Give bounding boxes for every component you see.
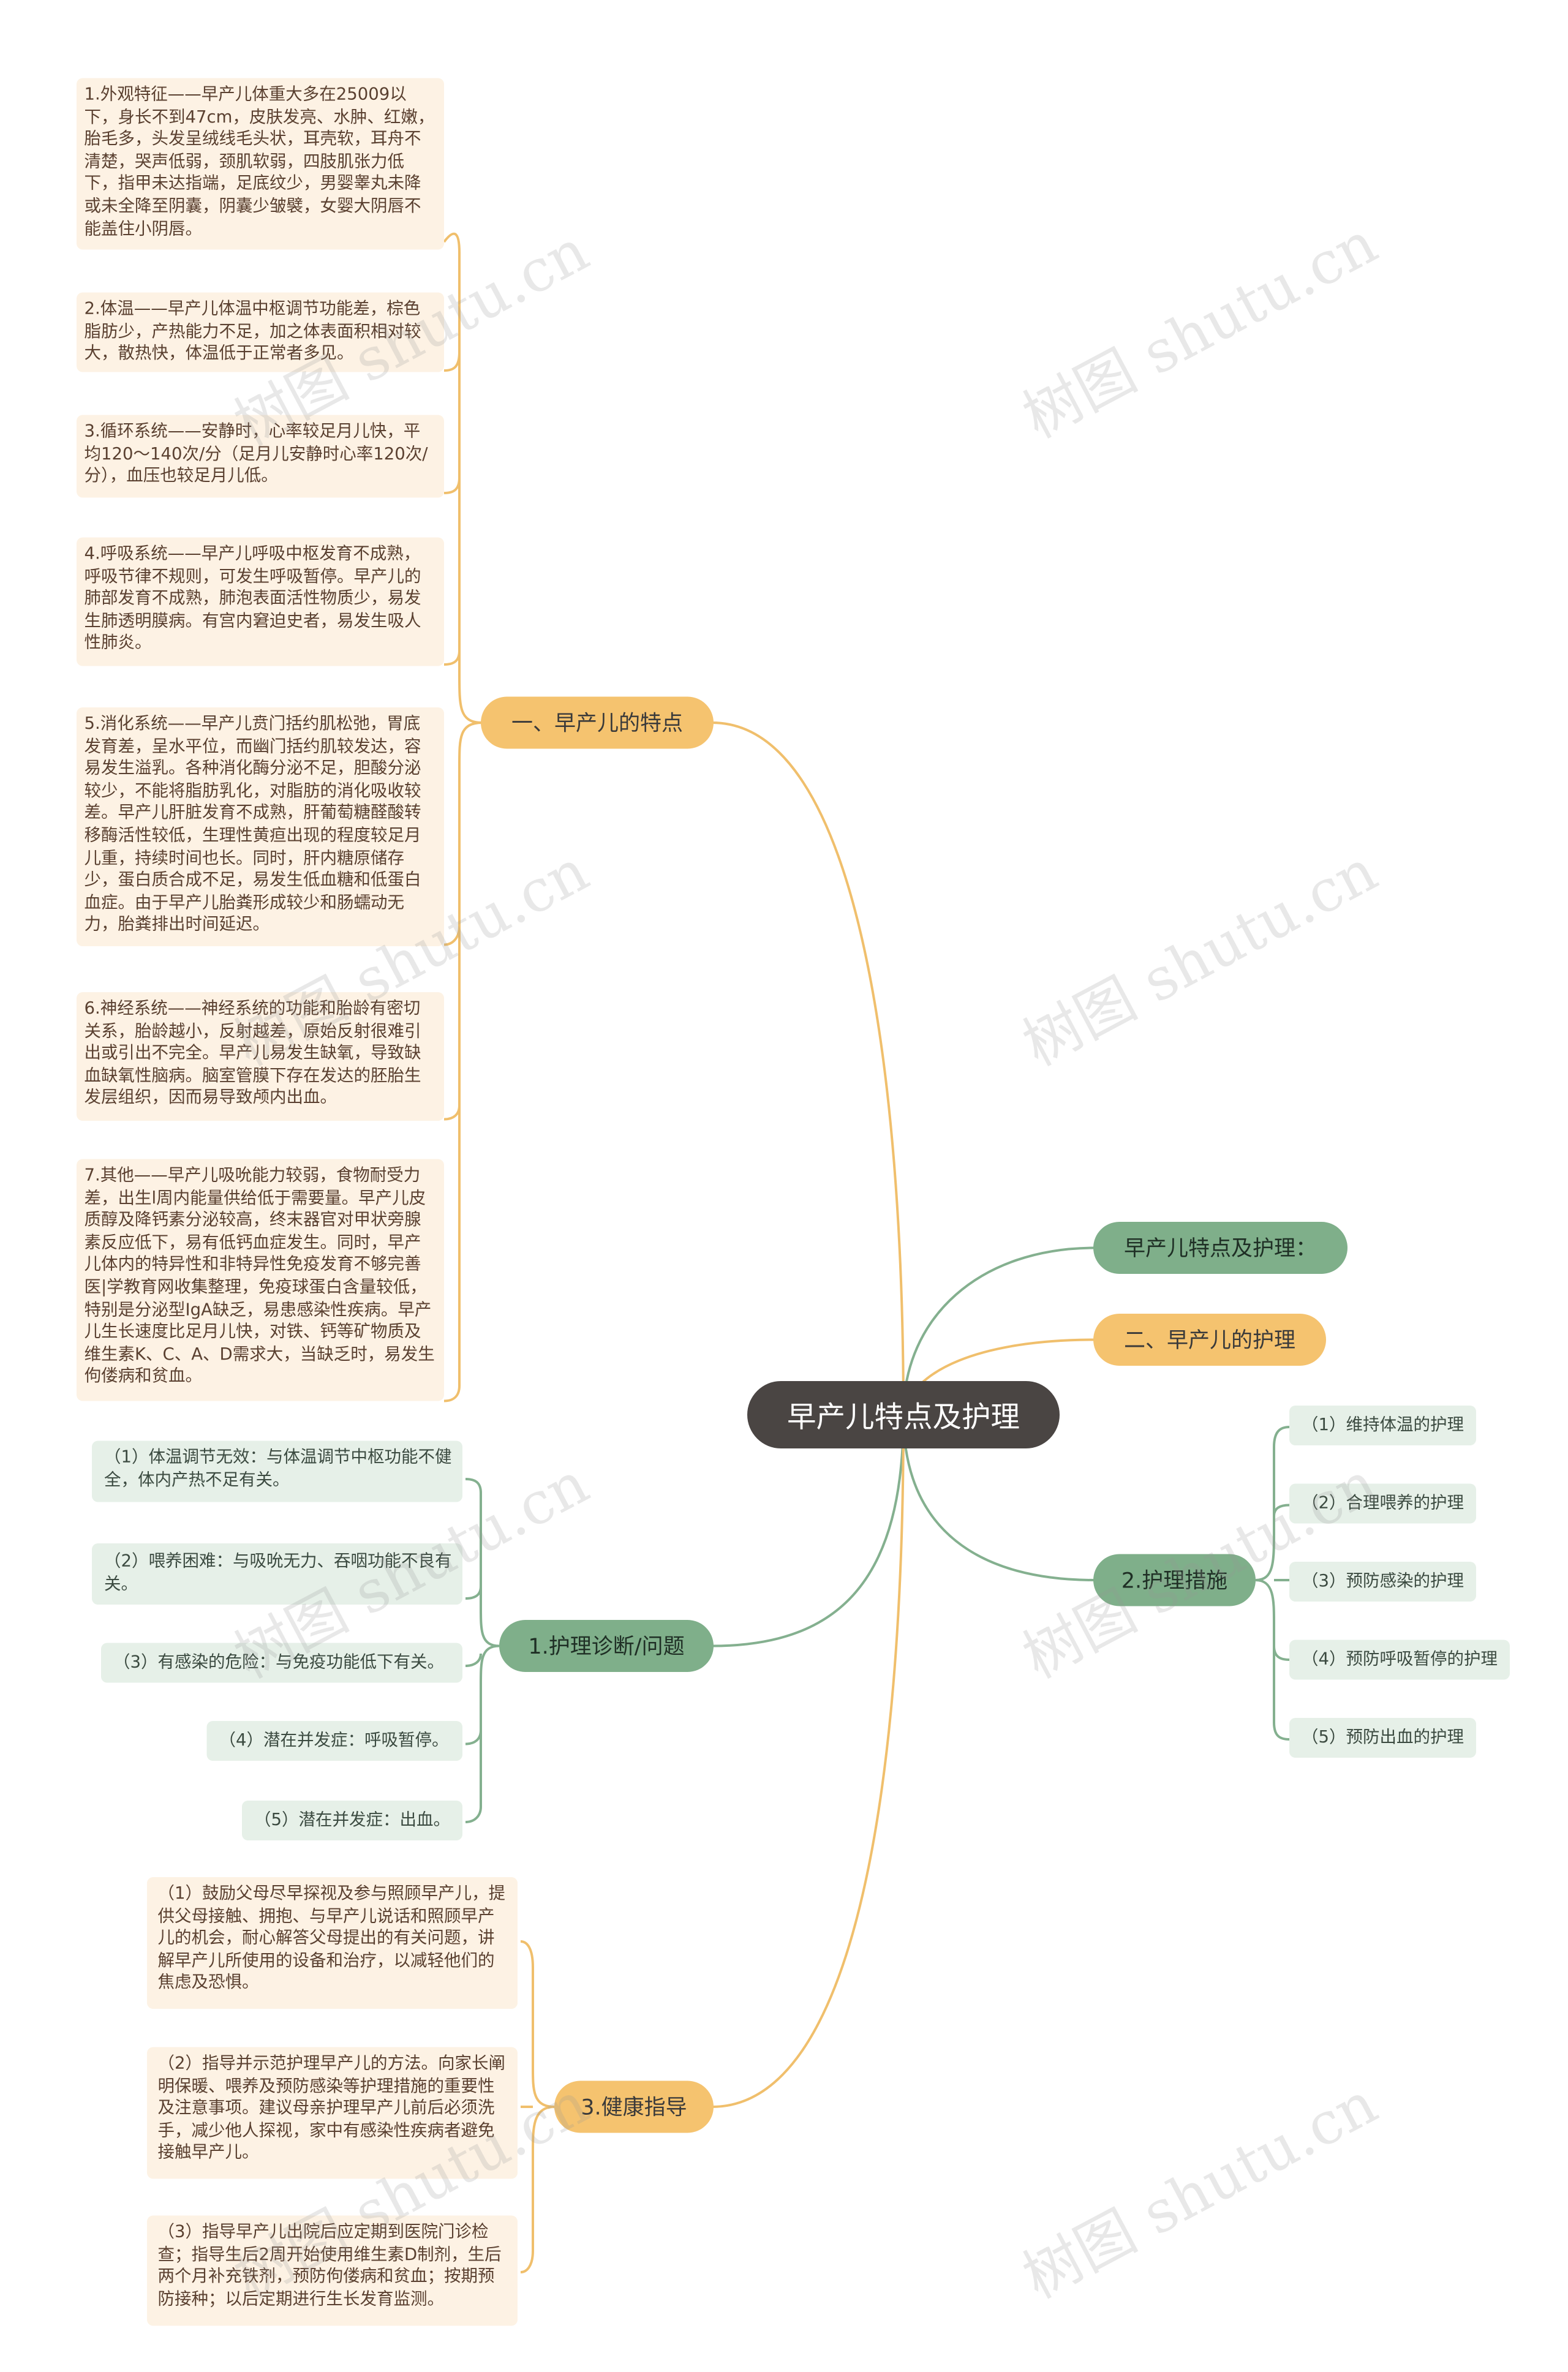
- diagnosis-item-2[interactable]: （2）喂养困难：与吸吮无力、吞咽功能不良有关。: [92, 1543, 462, 1605]
- root-topic[interactable]: 早产儿特点及护理: [747, 1381, 1060, 1448]
- measure-item-1[interactable]: （1）维持体温的护理: [1289, 1406, 1476, 1445]
- diagnosis-item-4[interactable]: （4）潜在并发症：呼吸暂停。: [206, 1721, 462, 1761]
- branch-care[interactable]: 二、早产儿的护理: [1093, 1314, 1326, 1366]
- diagnosis-item-1[interactable]: （1）体温调节无效：与体温调节中枢功能不健全，体内产热不足有关。: [92, 1440, 462, 1502]
- measure-item-3[interactable]: （3）预防感染的护理: [1289, 1562, 1476, 1602]
- branch-features[interactable]: 一、早产儿的特点: [481, 696, 714, 749]
- measure-item-4[interactable]: （4）预防呼吸暂停的护理: [1289, 1640, 1510, 1680]
- branch-education[interactable]: 3.健康指导: [554, 2080, 714, 2133]
- feature-nervous[interactable]: 6.神经系统——神经系统的功能和胎龄有密切关系，胎龄越小，反射越差，原始反射很难…: [77, 992, 444, 1121]
- measure-item-5[interactable]: （5）预防出血的护理: [1289, 1718, 1476, 1758]
- feature-digestion[interactable]: 5.消化系统——早产儿贲门括约肌松弛，胃底发育差，呈水平位，而幽门括约肌较发达，…: [77, 707, 444, 946]
- feature-respiration[interactable]: 4.呼吸系统——早产儿呼吸中枢发育不成熟，呼吸节律不规则，可发生呼吸暂停。早产儿…: [77, 537, 444, 666]
- branch-diagnosis[interactable]: 1.护理诊断/问题: [499, 1620, 714, 1672]
- feature-temperature[interactable]: 2.体温——早产儿体温中枢调节功能差，棕色脂肪少，产热能力不足，加之体表面积相对…: [77, 292, 444, 372]
- feature-other[interactable]: 7.其他——早产儿吸吮能力较弱，食物耐受力差，出生l周内能量供给低于需要量。早产…: [77, 1159, 444, 1401]
- diagnosis-item-5[interactable]: （5）潜在并发症：出血。: [242, 1801, 462, 1840]
- diagnosis-item-3[interactable]: （3）有感染的危险：与免疫功能低下有关。: [101, 1643, 462, 1683]
- education-item-3[interactable]: （3）指导早产儿出院后应定期到医院门诊检查；指导生后2周开始使用维生素D制剂，生…: [147, 2215, 518, 2326]
- measure-item-2[interactable]: （2）合理喂养的护理: [1289, 1483, 1476, 1524]
- feature-appearance[interactable]: 1.外观特征——早产儿体重大多在25009以下，身长不到47cm，皮肤发亮、水肿…: [77, 78, 444, 250]
- education-item-2[interactable]: （2）指导并示范护理早产儿的方法。向家长阐明保暖、喂养及预防感染等护理措施的重要…: [147, 2047, 518, 2179]
- feature-circulation[interactable]: 3.循环系统——安静时，心率较足月儿快，平均120～140次/分（足月儿安静时心…: [77, 415, 444, 498]
- education-item-1[interactable]: （1）鼓励父母尽早探视及参与照顾早产儿，提供父母接触、拥抱、与早产儿说话和照顾早…: [147, 1877, 518, 2009]
- branch-intro[interactable]: 早产儿特点及护理：: [1093, 1222, 1348, 1274]
- branch-measures[interactable]: 2.护理措施: [1093, 1554, 1256, 1606]
